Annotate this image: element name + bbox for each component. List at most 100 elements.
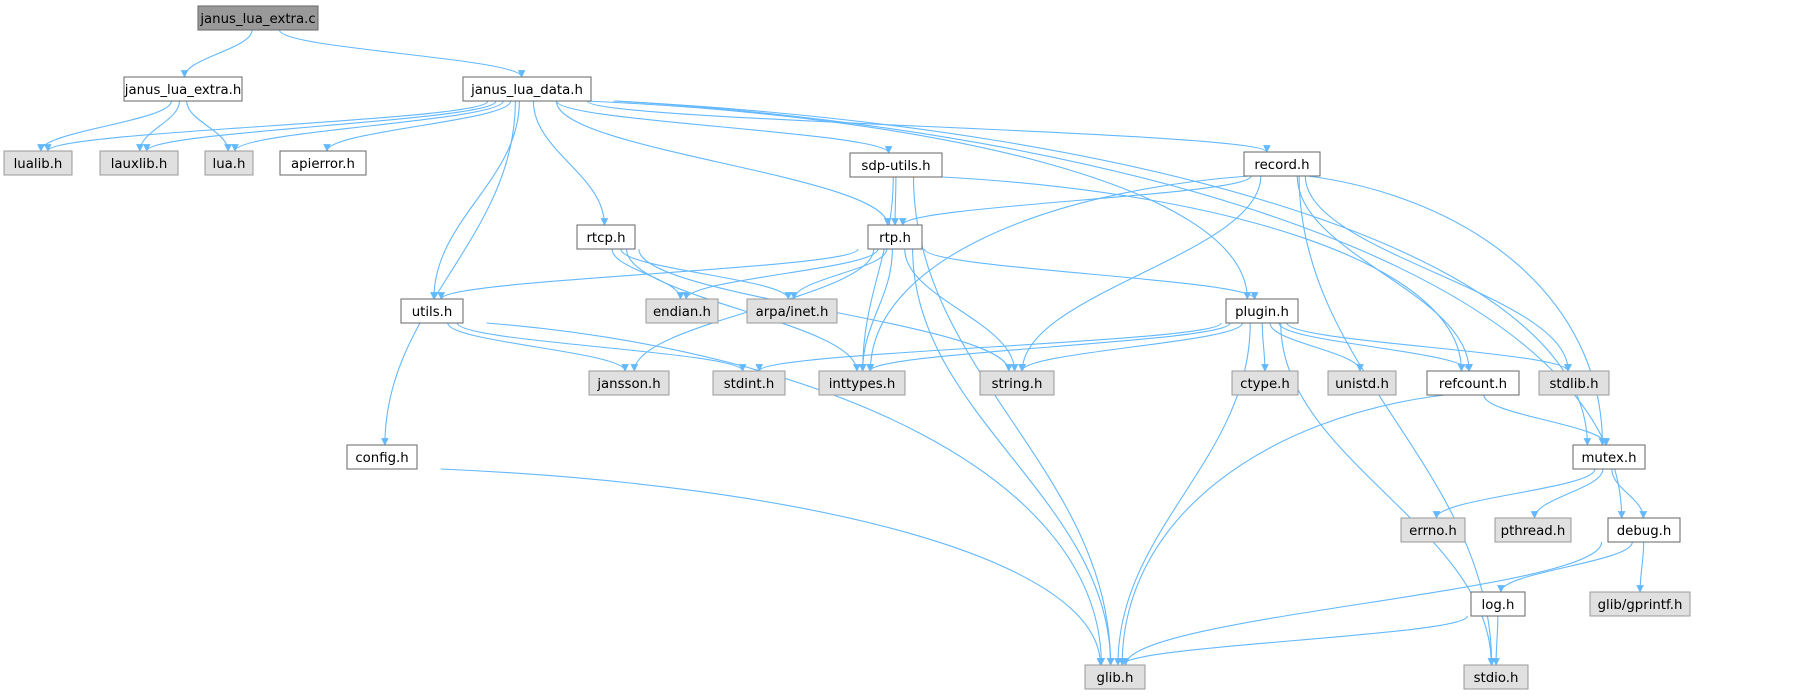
- node-record-h[interactable]: record.h: [1243, 151, 1321, 177]
- edge-record_h-to-stdlib_h: [1304, 175, 1572, 372]
- node-label: string.h: [992, 377, 1043, 392]
- node-label: refcount.h: [1439, 377, 1507, 392]
- node-box: [818, 370, 906, 396]
- node-label: inttypes.h: [829, 377, 896, 392]
- node-rtcp-h[interactable]: rtcp.h: [576, 224, 636, 250]
- edge-janus_lua_data_h-to-rtcp_h: [532, 100, 609, 226]
- node-box: [1327, 370, 1397, 396]
- edge-janus_lua_data_h-to-debug_h: [616, 100, 1626, 519]
- edge-janus_lua_data_h-to-record_h: [586, 100, 1271, 153]
- node-box: [1426, 370, 1520, 396]
- node-debug-h[interactable]: debug.h: [1607, 517, 1681, 543]
- edge-rtp_h-to-inttypes_h: [858, 248, 893, 372]
- node-label: lualib.h: [14, 157, 63, 172]
- node-layer: janus_lua_extra.c janus_lua_extra.h janus_…: [3, 5, 1691, 690]
- node-label: plugin.h: [1235, 305, 1289, 320]
- edge-record_h-to-mutex_h: [1308, 175, 1607, 446]
- node-label: stdint.h: [724, 377, 775, 392]
- node-box: [1572, 444, 1646, 470]
- edge-plugin_h-to-stdint_h: [755, 322, 1222, 372]
- node-stdio-h: stdio.h: [1463, 664, 1529, 690]
- node-label: lua.h: [213, 157, 246, 172]
- node-label: pthread.h: [1501, 524, 1566, 539]
- edge-refcount_h-to-mutex_h: [1483, 394, 1611, 446]
- node-janus-lua-extra-h[interactable]: janus_lua_extra.h: [123, 76, 243, 102]
- edge-record_h-to-stdio_h: [1298, 175, 1496, 666]
- node-string-h: string.h: [979, 370, 1055, 396]
- edge-rtp_h-to-string_h: [904, 248, 1019, 372]
- edge-janus_lua_data_h-to-utils_h: [430, 100, 520, 300]
- node-utils-h[interactable]: utils.h: [400, 298, 464, 324]
- node-box: [1084, 664, 1146, 690]
- edge-janus_lua_data_h-to-plugin_h: [585, 100, 1252, 300]
- edge-record_h-to-inttypes_h: [866, 175, 1249, 372]
- edge-record_h-to-refcount_h: [1296, 175, 1474, 372]
- node-config-h[interactable]: config.h: [346, 444, 418, 470]
- node-apierror-h[interactable]: apierror.h: [279, 150, 367, 176]
- edge-janus_lua_extra_h-to-lauxlib_h: [136, 100, 181, 152]
- edge-record_h-to-rtp_h: [899, 175, 1252, 226]
- node-glib-gprintf-h: glib/gprintf.h: [1589, 591, 1691, 617]
- edge-plugin_h-to-string_h: [1018, 322, 1243, 372]
- node-label: janus_lua_data.h: [470, 83, 583, 98]
- edge-rtp_h-to-glib_h: [912, 248, 1115, 666]
- node-stdlib-h: stdlib.h: [1538, 370, 1610, 396]
- edge-janus_lua_data_h-to-rtp_h: [555, 100, 892, 226]
- node-label: arpa/inet.h: [756, 305, 829, 320]
- node-sdp-utils-h[interactable]: sdp-utils.h: [849, 152, 943, 178]
- edge-debug_h-to-glib_h: [1121, 541, 1603, 666]
- node-box: [712, 370, 786, 396]
- edge-plugin_h-to-stdlib_h: [1286, 322, 1572, 372]
- node-mutex-h[interactable]: mutex.h: [1572, 444, 1646, 470]
- node-janus-lua-data-h[interactable]: janus_lua_data.h: [462, 76, 592, 102]
- node-log-h[interactable]: log.h: [1470, 591, 1526, 617]
- node-label: log.h: [1482, 598, 1515, 613]
- edge-record_h-to-string_h: [1018, 175, 1262, 372]
- edge-janus_lua_extra_c-to-janus_lua_extra_h: [180, 29, 253, 78]
- edge-sdp_utils_h-to-rtp_h: [891, 176, 899, 226]
- edge-janus_lua_data_h-to-lauxlib_h: [143, 100, 497, 152]
- node-box: [979, 370, 1055, 396]
- node-label: utils.h: [412, 305, 453, 320]
- node-box: [400, 298, 464, 324]
- edge-janus_lua_data_h-to-lua_h: [231, 100, 504, 152]
- edge-mutex_h-to-pthread_h: [1530, 468, 1604, 519]
- node-errno-h: errno.h: [1400, 517, 1466, 543]
- node-label: stdlib.h: [1549, 377, 1598, 392]
- node-refcount-h[interactable]: refcount.h: [1426, 370, 1520, 396]
- node-jansson-h: jansson.h: [588, 370, 670, 396]
- edge-rtp_h-to-utils_h: [437, 248, 859, 300]
- node-box: [867, 224, 923, 250]
- node-label: unistd.h: [1335, 377, 1389, 392]
- edge-config_h-to-glib_h: [440, 468, 1105, 666]
- node-pthread-h: pthread.h: [1494, 517, 1572, 543]
- node-label: config.h: [355, 451, 408, 466]
- node-inttypes-h: inttypes.h: [818, 370, 906, 396]
- node-box: [1607, 517, 1681, 543]
- edge-mutex_h-to-errno_h: [1432, 468, 1596, 519]
- node-label: ctype.h: [1240, 377, 1290, 392]
- node-box: [1231, 370, 1299, 396]
- edge-janus_lua_extra_c-to-janus_lua_data_h: [278, 29, 526, 78]
- node-label: record.h: [1254, 158, 1309, 173]
- node-plugin-h[interactable]: plugin.h: [1225, 298, 1299, 324]
- node-label: janus_lua_extra.c: [199, 12, 315, 27]
- edge-mutex_h-to-debug_h: [1611, 468, 1648, 519]
- node-box: [746, 298, 838, 324]
- node-rtp-h[interactable]: rtp.h: [867, 224, 923, 250]
- node-box: [576, 224, 636, 250]
- edge-utils_h-to-stdint_h: [456, 322, 747, 372]
- node-janus-lua-extra-c[interactable]: janus_lua_extra.c: [197, 5, 319, 31]
- edge-sdp_utils_h-to-inttypes_h: [858, 176, 894, 372]
- edge-janus_lua_extra_h-to-lualib_h: [37, 100, 172, 152]
- node-label: sdp-utils.h: [861, 159, 930, 174]
- node-box: [123, 76, 243, 102]
- node-box: [1470, 591, 1526, 617]
- node-endian-h: endian.h: [645, 298, 719, 324]
- node-ctype-h: ctype.h: [1231, 370, 1299, 396]
- edge-rtp_h-to-plugin_h: [923, 248, 1259, 300]
- node-box: [1538, 370, 1610, 396]
- node-box: [1400, 517, 1466, 543]
- node-stdint-h: stdint.h: [712, 370, 786, 396]
